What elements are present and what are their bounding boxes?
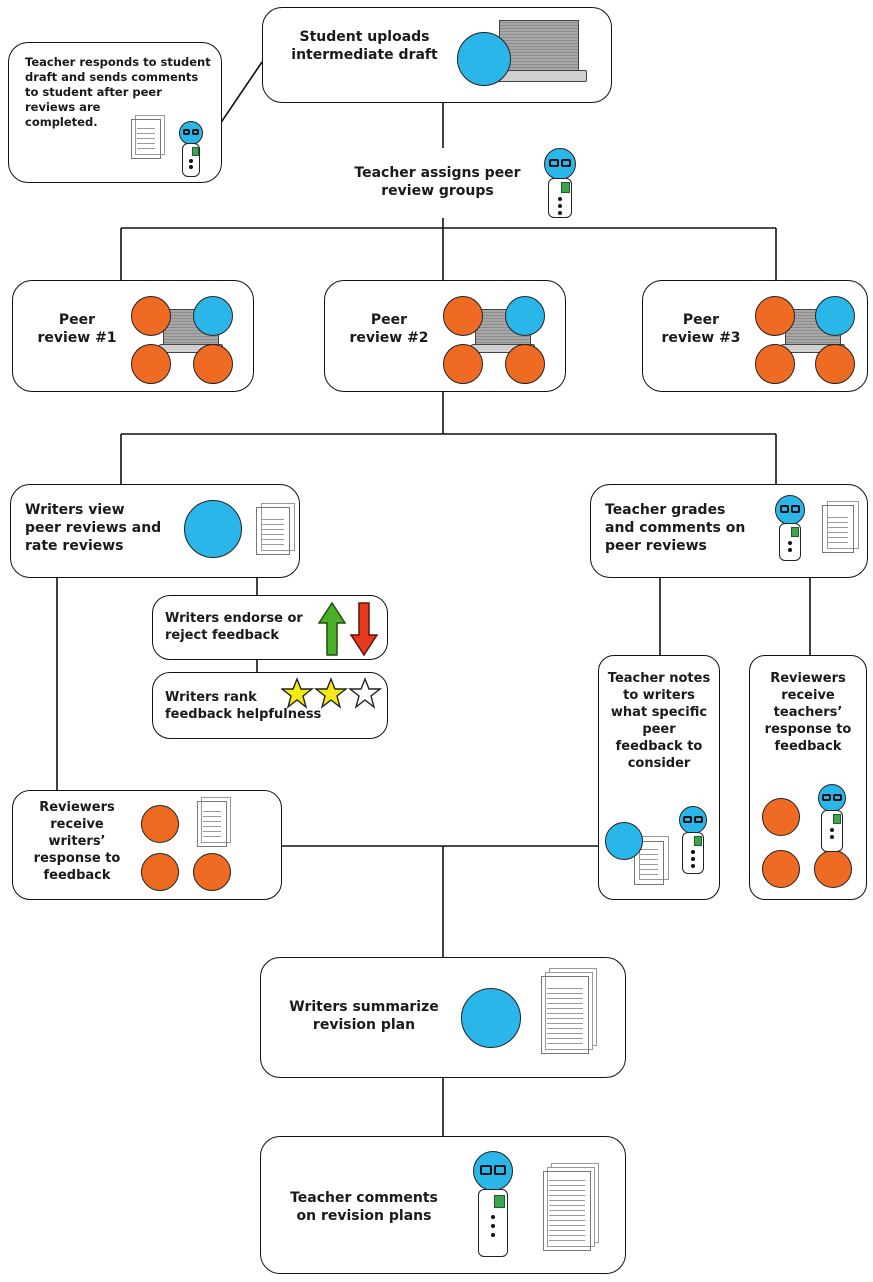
writers-view-box: Writers view peer reviews and rate revie… (10, 484, 300, 578)
student-icon (184, 500, 242, 558)
student-icon (193, 296, 233, 336)
writers-endorse-box: Writers endorse or reject feedback (152, 595, 388, 660)
laptop-icon (499, 20, 579, 72)
up-arrow-icon (317, 601, 347, 656)
peer-review-3-label: Peer review #3 (661, 312, 741, 346)
teacher-grades-label: Teacher grades and comments on peer revi… (605, 502, 746, 554)
star-rating (281, 677, 383, 709)
peer-review-2-box: Peer review #2 (324, 280, 566, 392)
writers-rank-box: Writers rank feedback helpfulness (152, 672, 388, 739)
peer-review-1-label: Peer review #1 (37, 312, 117, 346)
writers-endorse-label: Writers endorse or reject feedback (165, 611, 303, 643)
reviewer-icon (131, 296, 171, 336)
document-icon (131, 119, 161, 159)
student-icon (505, 296, 545, 336)
student-icon (457, 32, 511, 86)
teacher-icon (544, 148, 576, 218)
teacher-icon (473, 1151, 513, 1257)
teacher-icon (679, 806, 707, 874)
student-upload-label: Student uploads intermediate draft (291, 29, 438, 63)
teacher-notes-label: Teacher notes to writers what specific p… (607, 671, 711, 771)
teacher-icon (818, 784, 846, 852)
reviewer-icon (443, 296, 483, 336)
document-icon (256, 507, 290, 555)
peer-review-3-box: Peer review #3 (642, 280, 868, 392)
reviewers-receive-writers-label: Reviewers receive writers’ response to f… (33, 800, 121, 883)
document-icon (541, 976, 589, 1054)
student-icon (605, 822, 643, 860)
writers-summarize-label: Writers summarize revision plan (289, 999, 439, 1033)
peer-review-1-box: Peer review #1 (12, 280, 254, 392)
teacher-responds-label: Teacher responds to student draft and se… (25, 55, 211, 129)
document-icon (197, 801, 227, 847)
teacher-grades-box: Teacher grades and comments on peer revi… (590, 484, 868, 578)
teacher-comments-box: Teacher comments on revision plans (260, 1136, 626, 1274)
reviewer-icon (193, 344, 233, 384)
reviewer-icon (131, 344, 171, 384)
reviewers-receive-writers-box: Reviewers receive writers’ response to f… (12, 790, 282, 900)
star-icon (313, 677, 349, 709)
reviewer-icon (193, 853, 231, 891)
reviewer-icon (762, 850, 800, 888)
reviewers-receive-teachers-box: Reviewers receive teachers’ response to … (749, 655, 867, 900)
teacher-assigns-label: Teacher assigns peer review groups (354, 165, 521, 199)
down-arrow-icon (349, 602, 379, 657)
student-upload-box: Student uploads intermediate draft (262, 7, 612, 103)
teacher-icon (179, 121, 203, 177)
document-icon (822, 505, 854, 553)
reviewer-icon (141, 805, 179, 843)
reviewers-receive-teachers-label: Reviewers receive teachers’ response to … (764, 671, 852, 754)
document-icon (543, 1171, 591, 1251)
reviewer-icon (443, 344, 483, 384)
reviewer-icon (505, 344, 545, 384)
writers-view-label: Writers view peer reviews and rate revie… (25, 502, 162, 554)
teacher-notes-box: Teacher notes to writers what specific p… (598, 655, 720, 900)
student-icon (815, 296, 855, 336)
writers-rank-label: Writers rank feedback helpfulness (165, 690, 322, 722)
peer-review-2-label: Peer review #2 (349, 312, 429, 346)
reviewer-icon (762, 798, 800, 836)
teacher-comments-label: Teacher comments on revision plans (290, 1190, 438, 1224)
teacher-icon (775, 495, 805, 561)
star-icon (281, 677, 315, 709)
reviewer-icon (755, 344, 795, 384)
teacher-responds-box: Teacher responds to student draft and se… (8, 42, 222, 183)
reviewer-icon (814, 850, 852, 888)
reviewer-icon (141, 853, 179, 891)
student-icon (461, 988, 521, 1048)
reviewer-icon (815, 344, 855, 384)
writers-summarize-box: Writers summarize revision plan (260, 957, 626, 1078)
document-icon (634, 841, 664, 885)
connector-feedback-to-upload (219, 61, 263, 125)
star-icon (347, 677, 383, 709)
reviewer-icon (755, 296, 795, 336)
